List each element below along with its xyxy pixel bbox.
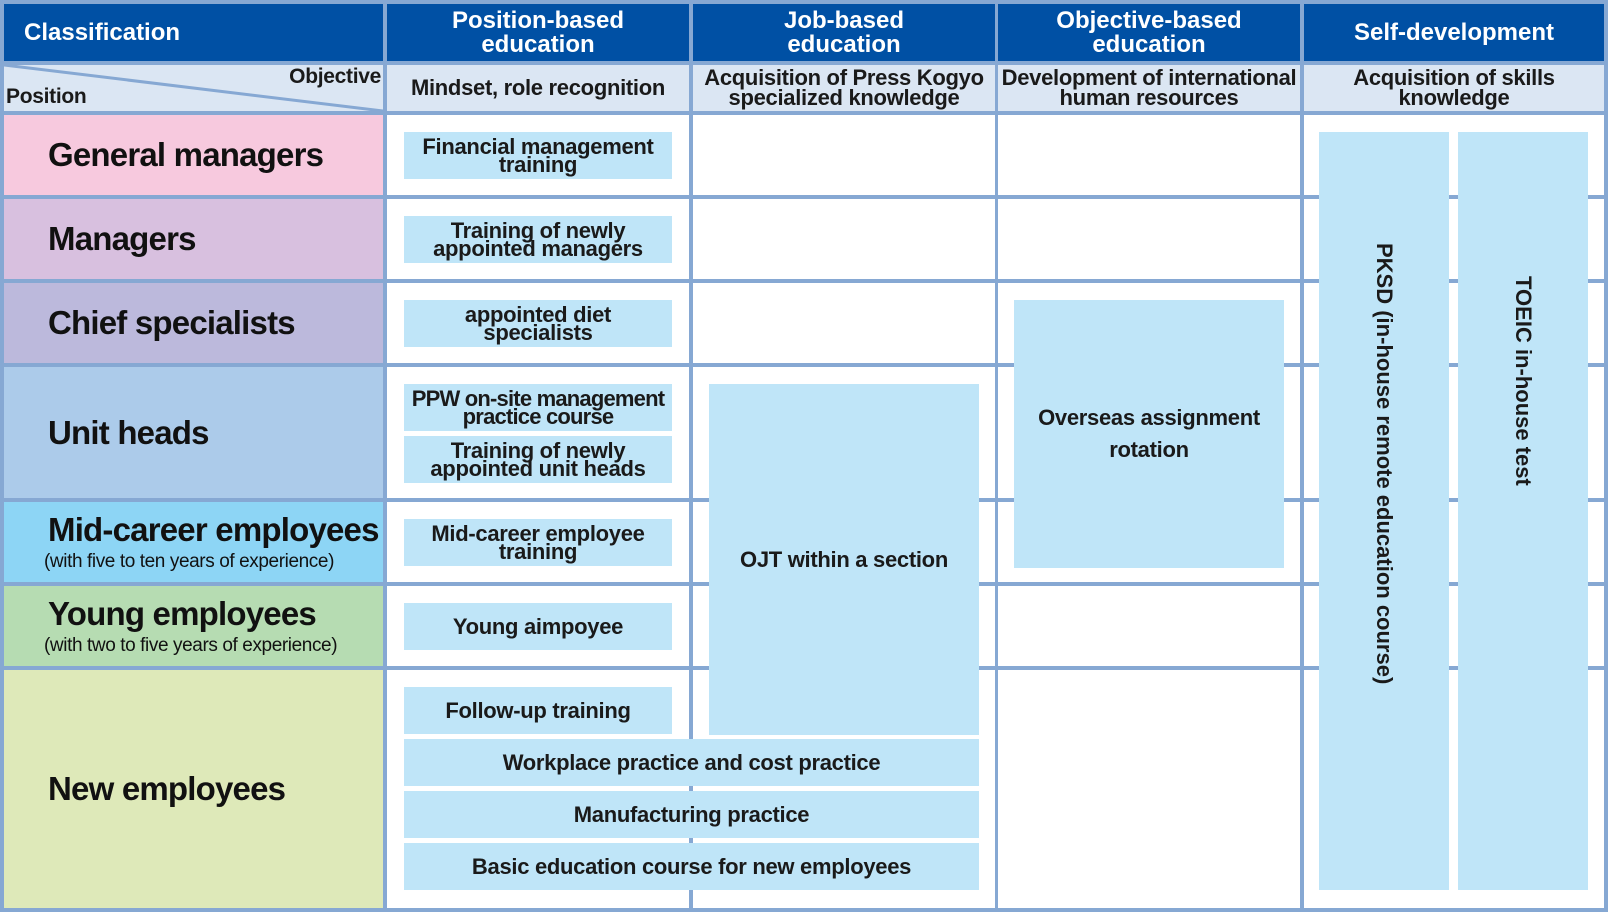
program-pksd-label: PKSD (in-house remote education course) <box>1372 243 1397 685</box>
header-job-based: Job-based education <box>693 4 995 61</box>
program-ojt: OJT within a section <box>709 384 979 735</box>
position-chief-specialists: Chief specialists <box>4 283 383 363</box>
objective-self-development-label: Acquisition of skills knowledge <box>1353 65 1555 110</box>
program-new-managers: Training of newly appointed managers <box>404 216 672 263</box>
program-chief-specialists-label: appointed diet specialists <box>464 301 612 345</box>
program-financial-management: Financial management training <box>404 132 672 179</box>
program-young-employee-label: Young aimpoyee <box>452 613 624 639</box>
program-chief-specialists: appointed diet specialists <box>404 300 672 347</box>
position-young-label: Young employees <box>48 595 317 632</box>
program-toeic-label: TOEIC in-house test <box>1511 276 1536 486</box>
program-overseas-rotation: Overseas assignment rotation <box>1014 300 1284 568</box>
position-unit-heads-label: Unit heads <box>48 413 210 451</box>
program-overseas-rotation-label: Overseas assignment rotation <box>1038 405 1260 462</box>
position-managers: Managers <box>4 199 383 279</box>
header-job-based-label: Job-based education <box>783 6 905 58</box>
program-pksd: PKSD (in-house remote education course) <box>1319 132 1449 890</box>
position-chief-specialists-label: Chief specialists <box>48 304 296 341</box>
program-basic-education-label: Basic education course for new employees <box>471 853 912 879</box>
objective-objective-based-label: Development of international human resou… <box>1001 65 1297 110</box>
header-position-based: Position-based education <box>387 4 689 61</box>
position-mid-career-label: Mid-career employees <box>48 511 379 548</box>
program-mid-career-label: Mid-career employee training <box>431 520 645 564</box>
position-mid-career-note: (with five to ten years of experience) <box>44 551 334 572</box>
program-mid-career: Mid-career employee training <box>404 519 672 566</box>
program-young-employee: Young aimpoyee <box>404 603 672 650</box>
program-ojt-label: OJT within a section <box>740 546 948 572</box>
program-ppw-course: PPW on-site management practice course <box>404 384 672 431</box>
objective-label: Objective <box>289 65 381 88</box>
position-new-employees: New employees <box>4 670 383 908</box>
position-general-managers: General managers <box>4 115 383 195</box>
position-label: Position <box>6 85 87 108</box>
program-new-unit-heads: Training of newly appointed unit heads <box>404 436 672 483</box>
header-position-based-label: Position-based education <box>451 6 625 58</box>
position-managers-label: Managers <box>48 220 196 257</box>
position-young-note: (with two to five years of experience) <box>44 635 338 656</box>
grid-cell <box>693 199 995 279</box>
objective-objective-based: Development of international human resou… <box>998 65 1300 111</box>
program-toeic: TOEIC in-house test <box>1458 132 1588 890</box>
grid-cell <box>693 283 995 363</box>
grid-cell <box>998 670 1300 908</box>
program-followup: Follow-up training <box>404 687 672 734</box>
program-financial-management-label: Financial management training <box>422 133 654 177</box>
position-general-managers-label: General managers <box>48 136 324 173</box>
program-ppw-course-label: PPW on-site management practice course <box>411 385 665 429</box>
objective-position-corner: Objective Position <box>4 65 383 111</box>
grid-cell <box>998 199 1300 279</box>
program-new-unit-heads-label: Training of newly appointed unit heads <box>430 437 646 481</box>
header-objective-based-label: Objective-based education <box>1056 6 1242 58</box>
program-manufacturing-practice: Manufacturing practice <box>404 791 979 838</box>
position-new-employees-label: New employees <box>48 770 286 807</box>
header-classification: Classification <box>4 4 383 61</box>
objective-self-development: Acquisition of skills knowledge <box>1304 65 1604 111</box>
position-unit-heads: Unit heads <box>4 367 383 498</box>
diagonal-divider <box>4 65 383 111</box>
position-young: Young employees (with two to five years … <box>4 586 383 666</box>
grid-cell <box>998 586 1300 666</box>
position-mid-career: Mid-career employees (with five to ten y… <box>4 502 383 582</box>
objective-job-based-label: Acquisition of Press Kogyo specialized k… <box>704 65 984 110</box>
grid-cell <box>998 115 1300 195</box>
header-self-development: Self-development <box>1304 4 1604 61</box>
objective-position-based-label: Mindset, role recognition <box>410 75 666 100</box>
header-classification-label: Classification <box>24 18 181 46</box>
grid-cell <box>693 115 995 195</box>
program-workplace-practice: Workplace practice and cost practice <box>404 739 979 786</box>
header-self-development-label: Self-development <box>1353 18 1555 46</box>
program-new-managers-label: Training of newly appointed managers <box>433 217 643 261</box>
header-objective-based: Objective-based education <box>998 4 1300 61</box>
program-workplace-practice-label: Workplace practice and cost practice <box>502 749 881 775</box>
program-basic-education: Basic education course for new employees <box>404 843 979 890</box>
program-manufacturing-practice-label: Manufacturing practice <box>573 801 810 827</box>
objective-position-based: Mindset, role recognition <box>387 65 689 111</box>
objective-job-based: Acquisition of Press Kogyo specialized k… <box>693 65 995 111</box>
program-followup-label: Follow-up training <box>445 697 631 723</box>
